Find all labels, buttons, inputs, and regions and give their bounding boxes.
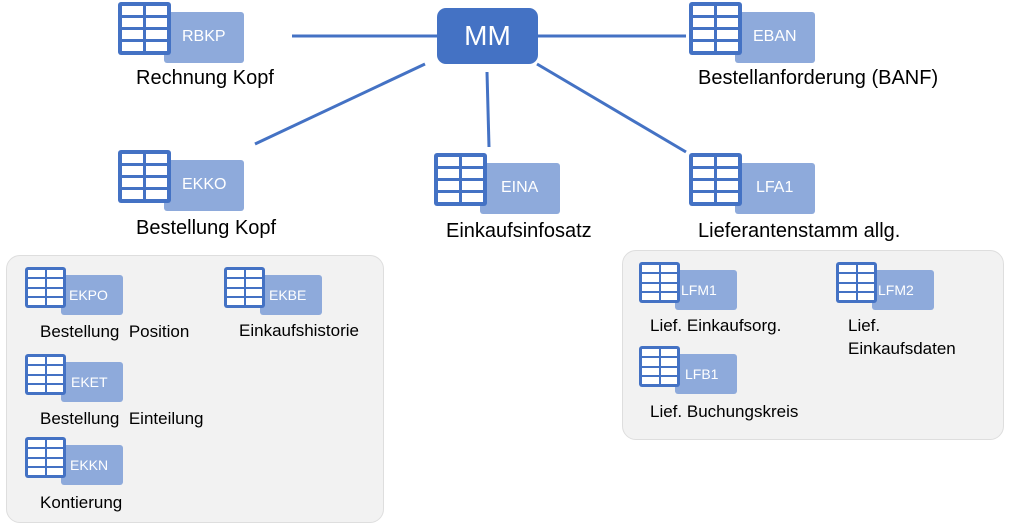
caption-ekbe: Einkaufshistorie [239, 321, 360, 340]
table-eina: EINA [434, 153, 560, 217]
table-lfa1: LFA1 [689, 153, 815, 217]
table-code: EKKN [70, 457, 109, 473]
connector-mm-lfa1 [536, 62, 687, 154]
table-icon [224, 267, 265, 308]
caption-ekpo: Bestellung Position [40, 322, 190, 341]
mm-hub-label: MM [464, 20, 511, 51]
table-code: LFB1 [685, 366, 719, 382]
caption-lfm2-line1: Lief. [848, 316, 881, 335]
table-code: EKET [71, 374, 108, 390]
table-lfm1: LFM1 [639, 262, 737, 312]
table-icon [434, 153, 487, 206]
caption-lfa1: Lieferantenstamm allg. [698, 220, 901, 242]
table-rbkp: RBKP [118, 2, 244, 66]
caption-lfm2-line2: Einkaufsdaten [848, 339, 956, 358]
connector-mm-ekko [254, 62, 426, 146]
caption-lfm1: Lief. Einkaufsorg. [650, 316, 782, 335]
table-icon [689, 153, 742, 206]
connector-mm-eina [485, 71, 491, 148]
caption-ekko: Bestellung Kopf [136, 217, 277, 239]
table-code: EKPO [69, 287, 108, 303]
caption-eban: Bestellanforderung (BANF) [698, 67, 939, 89]
table-eban: EBAN [689, 2, 815, 66]
table-icon [25, 354, 66, 395]
table-icon [118, 2, 171, 55]
table-code: RBKP [182, 28, 226, 45]
table-code: EKKO [182, 176, 227, 193]
caption-eket: Bestellung Einteilung [40, 409, 204, 428]
table-icon [25, 267, 66, 308]
table-code: LFA1 [756, 179, 794, 196]
table-code: LFM2 [878, 282, 914, 298]
table-code: EBAN [753, 28, 797, 45]
table-code: LFM1 [681, 282, 717, 298]
caption-lfb1: Lief. Buchungskreis [650, 402, 799, 421]
table-ekko: EKKO [118, 150, 244, 214]
table-lfb1: LFB1 [639, 346, 737, 396]
table-lfm2: LFM2 [836, 262, 934, 312]
table-ekkn: EKKN [25, 437, 123, 487]
table-ekpo: EKPO [25, 267, 123, 317]
table-icon [639, 346, 680, 387]
table-eket: EKET [25, 354, 123, 404]
table-code: EKBE [269, 287, 307, 303]
table-icon [118, 150, 171, 203]
mm-hub: MM [437, 8, 538, 64]
table-ekbe: EKBE [224, 267, 322, 317]
table-icon [836, 262, 877, 303]
caption-rbkp: Rechnung Kopf [136, 67, 274, 89]
caption-ekkn: Kontierung [40, 493, 123, 512]
table-icon [689, 2, 742, 55]
caption-eina: Einkaufsinfosatz [446, 220, 592, 242]
table-code: EINA [501, 179, 539, 196]
table-icon [25, 437, 66, 478]
table-icon [639, 262, 680, 303]
